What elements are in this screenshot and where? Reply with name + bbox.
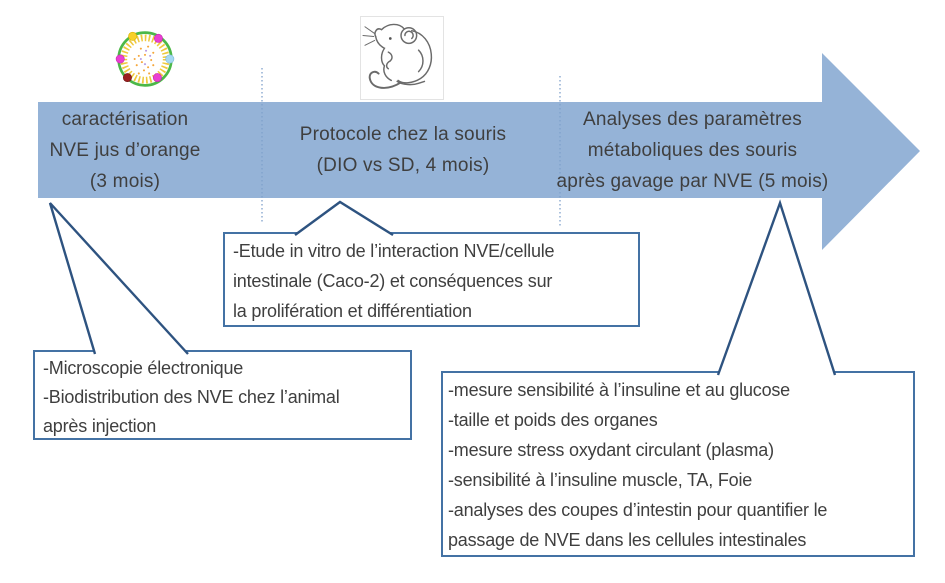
phase-3-label: Analyses des paramètres métaboliques des… xyxy=(556,109,829,192)
mouse-icon xyxy=(360,16,444,100)
vesicle-icon xyxy=(114,28,176,90)
callout-box-middle: -Etude in vitro de l’interaction NVE/cel… xyxy=(223,232,640,327)
callout-box-right: -mesure sensibilité à l’insuline et au g… xyxy=(441,371,915,557)
timeline-arrow-shape xyxy=(38,53,920,250)
phase-2-label: Protocole chez la souris (DIO vs SD, 4 m… xyxy=(299,124,507,176)
phase-1-label: caractérisation NVE jus d’orange (3 mois… xyxy=(49,109,201,192)
callout-box-left: -Microscopie électronique -Biodistributi… xyxy=(33,350,412,440)
